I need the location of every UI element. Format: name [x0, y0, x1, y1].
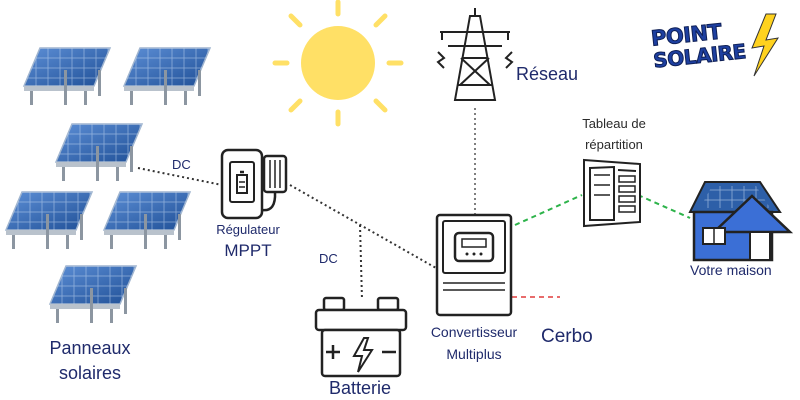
ac-wiring: [514, 194, 691, 226]
multiplus-text: Multiplus: [446, 346, 502, 362]
solar-panel-icon: [23, 47, 111, 106]
inverter-icon: [435, 213, 513, 317]
solaires-text: solaires: [58, 363, 122, 383]
solar-panel-icon: [103, 191, 191, 250]
solar-panel-array: [5, 47, 211, 324]
cerbo-label: Cerbo: [541, 326, 593, 347]
panels-label: Panneaux solaires: [30, 336, 150, 386]
tableau-label: Tableau de répartition: [564, 113, 664, 155]
panneaux-text: Panneaux: [49, 338, 131, 358]
solar-panel-icon: [5, 191, 93, 250]
solar-panel-icon: [49, 265, 137, 324]
battery-label: Batterie: [328, 378, 392, 398]
pylon-icon: [436, 8, 514, 101]
dc-label-battery: DC: [319, 251, 338, 266]
house-icon: [688, 181, 794, 262]
dc-label-panels: DC: [172, 157, 191, 172]
tableau-text: Tableau de: [582, 116, 646, 131]
lightning-bolt-icon: [751, 13, 780, 77]
mppt-controller-icon: [220, 148, 288, 220]
solar-panel-icon: [123, 47, 211, 106]
mppt-text: MPPT: [224, 241, 272, 260]
dc-wiring: [137, 108, 476, 301]
mppt-label: Régulateur MPPT: [205, 222, 291, 261]
sun-icon: [272, 0, 404, 127]
solar-panel-icon: [55, 123, 143, 182]
house-label: Votre maison: [690, 262, 772, 278]
repartition-text: répartition: [585, 137, 643, 152]
reseau-label: Réseau: [516, 64, 579, 84]
convertisseur-text: Convertisseur: [430, 324, 518, 340]
battery-icon: [314, 296, 408, 378]
inverter-label: Convertisseur Multiplus: [414, 321, 534, 365]
distribution-board-icon: [583, 158, 641, 228]
regulateur-text: Régulateur: [216, 222, 280, 237]
